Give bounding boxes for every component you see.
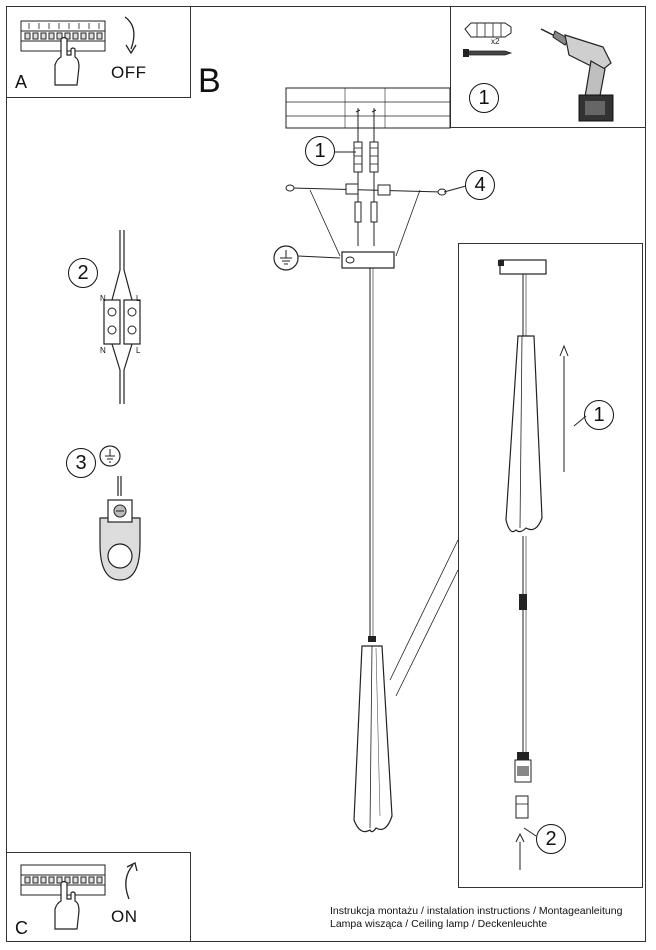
panel-b-installation: B [190, 6, 646, 942]
panel-drill-kit: x2 1 [450, 6, 646, 128]
breaker-switch-on-icon [20, 864, 106, 930]
step-2-circle-wiring: 2 [68, 258, 98, 288]
panel-c-letter: C [15, 918, 28, 938]
leader-line-lift [573, 415, 587, 427]
step-3-circle-earth: 3 [66, 448, 96, 478]
footer-line-2: Lampa wisząca / Ceiling lamp / Deckenleu… [330, 918, 548, 930]
leader-line-dowel [334, 151, 356, 153]
up-arrow-connector [515, 832, 525, 870]
dowel-screw-icon [463, 22, 513, 57]
step-2-circle-connector: 2 [536, 824, 566, 854]
panel-detail-lamp [458, 243, 643, 888]
ceiling-block [285, 87, 451, 129]
detail-callout-lines [389, 539, 459, 697]
panel-c-power-on: C ON [6, 852, 191, 942]
ceiling-dowels [353, 108, 379, 246]
neutral-label-bottom: N [100, 346, 106, 355]
drill-icon [540, 28, 614, 122]
footer-caption: Instrukcja montażu / instalation instruc… [330, 905, 622, 931]
power-off-label: OFF [111, 63, 147, 82]
panel-b-letter: B [198, 62, 221, 100]
panel-a-letter: A [15, 72, 28, 92]
earth-terminal-icon [99, 445, 141, 581]
earth-symbol-icon [273, 245, 341, 271]
leader-line-connector [523, 827, 537, 837]
neutral-label-top: N [100, 294, 106, 303]
leader-line-screw [443, 185, 467, 193]
step-1-circle-dowel: 1 [305, 136, 335, 166]
instruction-sheet [6, 6, 646, 942]
canopy-outline [309, 189, 421, 269]
pendant-lamp-main [353, 268, 393, 833]
quantity-label: x2 [491, 37, 500, 46]
live-label-top: L [136, 294, 141, 303]
footer-line-1: Instrukcja montażu / instalation instruc… [330, 905, 623, 917]
breaker-switch-icon [20, 20, 106, 86]
live-label-bottom: L [136, 346, 141, 355]
detail-pendant [498, 259, 547, 819]
step-1-circle-lift: 1 [584, 400, 614, 430]
panel-a-power-off: A OFF [6, 6, 191, 98]
step-4-circle-screw: 4 [465, 170, 495, 200]
power-on-label: ON [111, 907, 138, 926]
terminal-block-wiring [103, 230, 141, 404]
up-arrow-lift [559, 344, 569, 472]
rotate-down-arrow-icon [124, 16, 137, 55]
mounting-bracket [285, 183, 447, 196]
rotate-up-arrow-icon [125, 862, 138, 900]
step-1-circle-kit: 1 [469, 83, 499, 113]
